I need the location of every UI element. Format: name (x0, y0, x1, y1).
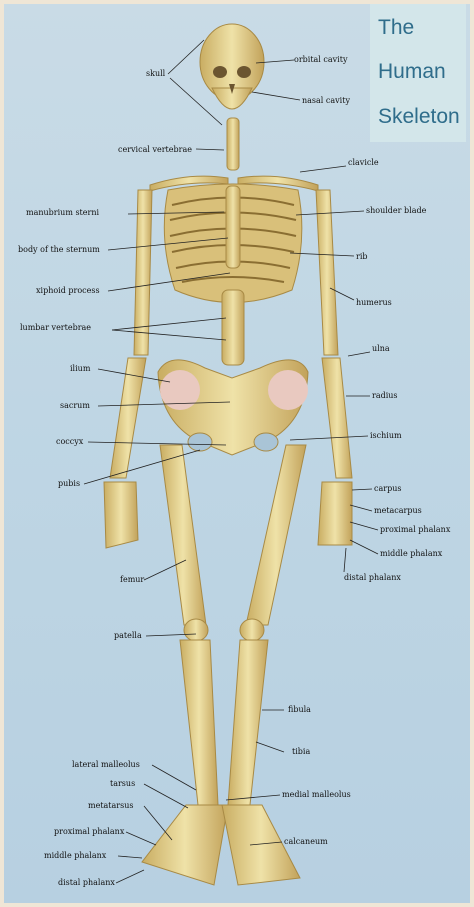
label-clavicle: clavicle (348, 158, 379, 167)
label-tarsus: tarsus (110, 779, 136, 788)
label-skull: skull (146, 69, 166, 78)
label-nasal-cavity: nasal cavity (302, 96, 350, 105)
title-box: The Human Skeleton (370, 4, 466, 142)
label-calcaneum: calcaneum (284, 837, 328, 846)
jaw-shape (211, 87, 253, 110)
label-coccyx: coccyx (56, 437, 84, 446)
label-metatarsus: metatarsus (88, 801, 134, 810)
title-line-2: Human (378, 60, 446, 83)
label-distal-phalanx-hand: distal phalanx (344, 573, 401, 582)
leader-lines (83, 39, 379, 884)
label-metacarpus: metacarpus (374, 506, 422, 515)
label-manubrium-sterni: manubrium sterni (26, 208, 100, 217)
title-line-1: The (378, 16, 415, 39)
sternum-shape (225, 185, 241, 269)
label-patella: patella (114, 631, 142, 640)
label-ischium: ischium (370, 431, 402, 440)
right-patella-shape (239, 618, 265, 642)
label-pubis: pubis (58, 479, 81, 488)
label-proximal-phalanx-hand: proximal phalanx (380, 525, 451, 534)
label-proximal-phalanx-foot: proximal phalanx (54, 827, 125, 836)
label-femur: femur (120, 575, 145, 584)
label-shoulder-blade: shoulder blade (366, 206, 427, 215)
left-foot-shape (141, 804, 229, 886)
label-carpus: carpus (374, 484, 402, 493)
left-forearm-shape (109, 357, 147, 479)
right-forearm-shape (321, 357, 353, 479)
left-patella-shape (183, 618, 209, 642)
right-humerus-shape (315, 189, 339, 356)
label-cervical-vertebrae: cervical vertebrae (118, 145, 192, 154)
left-tibia-shape (179, 639, 219, 806)
label-radius: radius (372, 391, 398, 400)
label-humerus: humerus (356, 298, 392, 307)
title-line-3: Skeleton (378, 105, 460, 128)
label-middle-phalanx-hand: middle phalanx (380, 549, 443, 558)
left-humerus-shape (133, 189, 153, 356)
label-lateral-malleolus: lateral malleolus (72, 760, 140, 769)
right-foot-shape (221, 804, 301, 886)
label-lumbar-vertebrae: lumbar vertebrae (20, 323, 92, 332)
label-rib: rib (356, 252, 368, 261)
left-hand-shape (103, 481, 139, 549)
label-ulna: ulna (372, 344, 390, 353)
label-tibia: tibia (292, 747, 311, 756)
label-body-of-sternum: body of the sternum (18, 245, 100, 254)
cervical-vertebrae-shape (226, 117, 240, 171)
lumbar-spine-shape (221, 289, 245, 366)
label-fibula: fibula (288, 705, 311, 714)
label-distal-phalanx-foot: distal phalanx (58, 878, 115, 887)
right-hand-shape (317, 481, 353, 546)
right-femur-shape (245, 444, 307, 626)
label-middle-phalanx-foot: middle phalanx (44, 851, 107, 860)
label-ilium: ilium (70, 364, 91, 373)
label-sacrum: sacrum (60, 401, 90, 410)
right-tibia-shape (227, 639, 269, 806)
left-femur-shape (159, 444, 207, 626)
label-orbital-cavity: orbital cavity (294, 55, 348, 64)
label-medial-malleolus: medial malleolus (282, 790, 351, 799)
label-xiphoid-process: xiphoid process (36, 286, 100, 295)
skeleton-drawing (103, 23, 353, 886)
